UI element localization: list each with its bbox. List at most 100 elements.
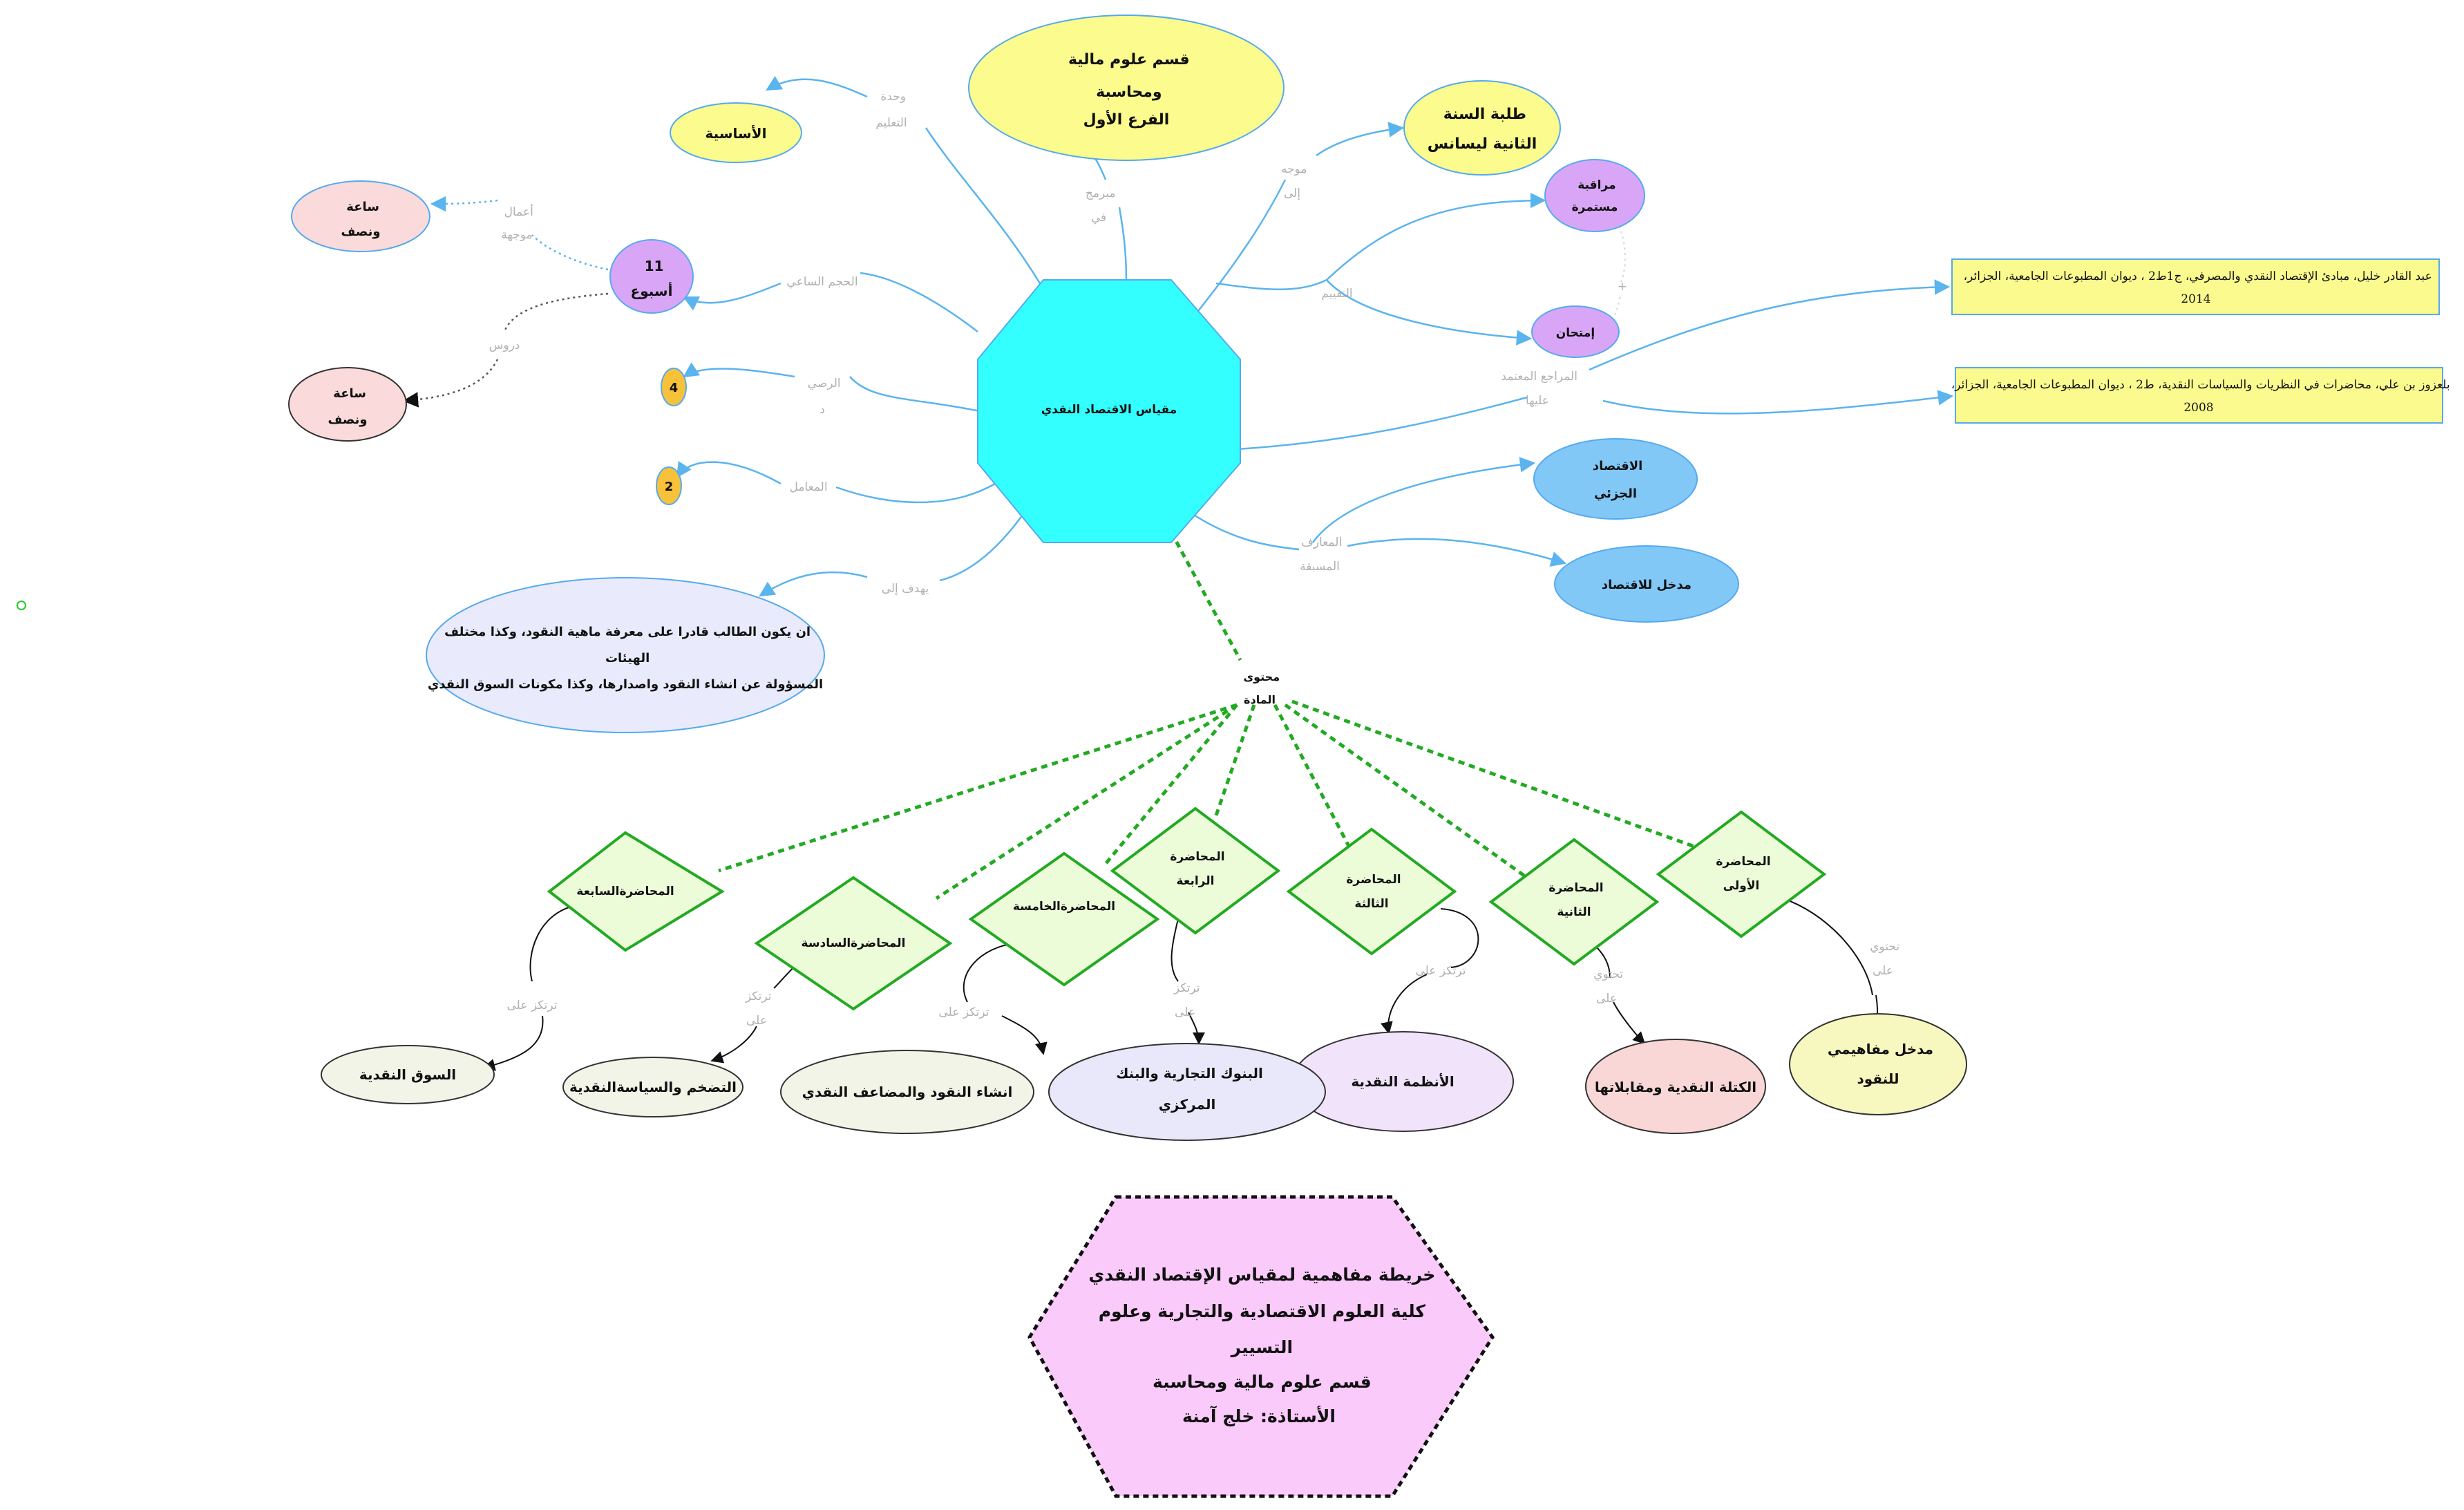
- link-lecture-5-b: [1001, 1015, 1048, 1055]
- link-label-aims-to: يهدف إلى: [882, 582, 929, 596]
- link-eval-plus-a: [1615, 220, 1627, 284]
- lecture-1-link-label: تحتوي على: [1866, 940, 1900, 978]
- lecture-6[interactable]: المحاضرةالسادسة: [754, 876, 953, 1011]
- weeks-node[interactable]: 11 أسبوع: [609, 239, 694, 314]
- connectors-black: [482, 898, 1882, 1071]
- lecture-2[interactable]: المحاضرة الثانية: [1488, 838, 1660, 966]
- topic-7[interactable]: السوق النقدية: [321, 1045, 495, 1104]
- topic-1[interactable]: مدخل مفاهيمي للنقود: [1789, 1013, 1967, 1115]
- link-to-department-a: [1118, 207, 1128, 281]
- link-lecture-1-a: [1782, 898, 1873, 996]
- hour-lessons-label: ساعة ونصف: [328, 386, 367, 427]
- link-to-credit: [676, 460, 781, 485]
- link-to-lecture-7: [718, 703, 1238, 873]
- link-lecture-4-b: [1188, 1012, 1205, 1045]
- link-label-plus: +: [1618, 280, 1627, 294]
- link-label-directed-to: موجه إلى: [1278, 162, 1307, 200]
- link-to-weeks-b: [682, 282, 781, 311]
- topic-4[interactable]: البنوك التجارية والبنك المركزي: [1048, 1043, 1326, 1141]
- students-node[interactable]: طلبة السنة الثانية ليسانس: [1403, 80, 1561, 176]
- lecture-1-title: المحاضرة الأولى: [1712, 855, 1770, 893]
- lecture-4-title: المحاضرة الرابعة: [1166, 850, 1224, 888]
- hour-lessons-node[interactable]: ساعة ونصف: [288, 367, 407, 442]
- link-label-coefficient: الرصي د: [804, 377, 840, 417]
- lecture-3-title: المحاضرة الثالثة: [1342, 873, 1401, 911]
- link-label-evaluation: التقييم: [1321, 287, 1352, 301]
- hour-directed-node[interactable]: ساعة ونصف: [291, 180, 430, 252]
- students-label: طلبة السنة الثانية ليسانس: [1428, 106, 1537, 153]
- continuous-eval-label: مراقبة مستمرة: [1572, 178, 1618, 214]
- lecture-4[interactable]: المحاضرة الرابعة: [1110, 806, 1281, 935]
- topic-6[interactable]: التضخم والسياسةالنقدية: [562, 1057, 743, 1117]
- lecture-3[interactable]: المحاضرة الثالثة: [1286, 827, 1457, 956]
- link-to-hour-lessons-a: [503, 292, 609, 332]
- hour-directed-label: ساعة ونصف: [341, 200, 380, 239]
- lecture-3-link-label: ترتكز على: [1416, 964, 1466, 978]
- central-node-label: مقياس الاقتصاد النقدي: [1041, 403, 1177, 417]
- coefficient-node[interactable]: 4: [661, 368, 687, 406]
- link-coef-a: [849, 376, 980, 413]
- lecture-7[interactable]: المحاضرةالسابعة: [547, 831, 725, 952]
- basic-unit-node[interactable]: الأساسية: [670, 102, 802, 163]
- lecture-5-link-label: ترتكز على: [939, 1006, 989, 1019]
- intro-econ-label: مدخل للاقتصاد: [1602, 578, 1691, 592]
- link-to-lecture-1: [1291, 699, 1714, 856]
- link-label-credit: المعامل: [789, 480, 827, 494]
- connectors-blue: [676, 75, 1954, 597]
- credit-label: 2: [665, 480, 674, 494]
- link-to-lecture-4: [1214, 704, 1256, 816]
- weeks-label: 11 أسبوع: [631, 258, 673, 299]
- objective-node[interactable]: ان يكون الطالب قادرا على معرفة ماهية الن…: [426, 577, 825, 733]
- topic-5-label: انشاء النقود والمضاعف النقدي: [802, 1084, 1013, 1101]
- lecture-7-title: المحاضرةالسابعة: [576, 885, 674, 898]
- title-card-text: خريطة مفاهمية لمقياس الإقتصاد النقدي كلي…: [1083, 1265, 1436, 1427]
- reference-2[interactable]: بلعزوز بن علي، محاضرات في النظريات والسي…: [1947, 367, 2450, 424]
- lecture-5[interactable]: المحاضرةالخامسة: [968, 851, 1160, 987]
- link-to-continuous-eval: [1326, 192, 1546, 281]
- continuous-eval-node[interactable]: مراقبة مستمرة: [1544, 159, 1645, 232]
- link-label-lessons: دروس: [489, 339, 520, 352]
- topic-7-label: السوق النقدية: [359, 1066, 456, 1083]
- lecture-link-labels: تحتوي على تحتوي على ترتكز على ترتكز على …: [507, 940, 1900, 1028]
- link-to-lecture-2: [1284, 703, 1528, 880]
- topic-2[interactable]: الكتلة النقدية ومقابلاتها: [1585, 1039, 1766, 1134]
- objective-label: ان يكون الطالب قادرا على معرفة ماهية الن…: [428, 625, 823, 692]
- reference-1[interactable]: عبد القادر خليل، مبادئ الإقتصاد النقدي و…: [1951, 258, 2440, 315]
- link-lecture-6-b: [710, 1026, 757, 1064]
- credit-node[interactable]: 2: [656, 466, 682, 505]
- link-lecture-3-a: [1440, 908, 1479, 968]
- department-node[interactable]: قسم علوم مالية ومحاسبة الفرع الأول: [968, 15, 1285, 161]
- micro-node[interactable]: الاقتصاد الجزئي: [1533, 438, 1698, 520]
- link-labels: وحدة التعليم مبرمج في موجه إلى الحجم الس…: [489, 90, 1628, 596]
- department-label: قسم علوم مالية ومحاسبة الفرع الأول: [1063, 51, 1189, 129]
- central-node[interactable]: مقياس الاقتصاد النقدي: [977, 279, 1241, 543]
- topic-3[interactable]: الأنظمة النقدية: [1291, 1031, 1514, 1132]
- link-to-teaching-unit-a: [925, 127, 1041, 284]
- lecture-7-link-label: ترتكز على: [507, 999, 558, 1012]
- reference-1-text: عبد القادر خليل، مبادئ الإقتصاد النقدي و…: [1960, 270, 2432, 306]
- link-lecture-7-b: [482, 1015, 544, 1071]
- lecture-6-title: المحاضرةالسادسة: [802, 936, 906, 950]
- link-label-references: المراجع المعتمد عليها: [1497, 370, 1577, 408]
- intro-econ-node[interactable]: مدخل للاقتصاد: [1554, 545, 1739, 623]
- link-label-hourly-volume: الحجم الساعي: [786, 275, 857, 289]
- link-lecture-4-a: [1171, 918, 1179, 982]
- link-credit-a: [835, 482, 996, 504]
- link-label-programmed: مبرمج في: [1081, 187, 1115, 225]
- link-objective-a: [939, 514, 1024, 582]
- lecture-1[interactable]: المحاضرة الأولى: [1656, 810, 1827, 938]
- link-to-hour-lessons-b: [402, 359, 499, 408]
- lecture-5-title: المحاضرةالخامسة: [1013, 900, 1115, 914]
- link-to-exam: [1326, 279, 1533, 346]
- exam-node[interactable]: إمتحان: [1531, 305, 1620, 358]
- link-to-lecture-6: [935, 703, 1238, 900]
- lecture-4-link-label: ترتكز على: [1170, 981, 1200, 1019]
- link-to-content: [1169, 531, 1242, 661]
- content-node[interactable]: محتوى المادة: [1240, 670, 1280, 706]
- basic-unit-label: الأساسية: [705, 124, 767, 142]
- topic-5[interactable]: انشاء النقود والمضاعف النقدي: [780, 1050, 1034, 1134]
- link-lecture-3-b: [1381, 974, 1428, 1035]
- link-refs-a: [1236, 396, 1528, 451]
- link-to-teaching-unit-b: [766, 75, 868, 98]
